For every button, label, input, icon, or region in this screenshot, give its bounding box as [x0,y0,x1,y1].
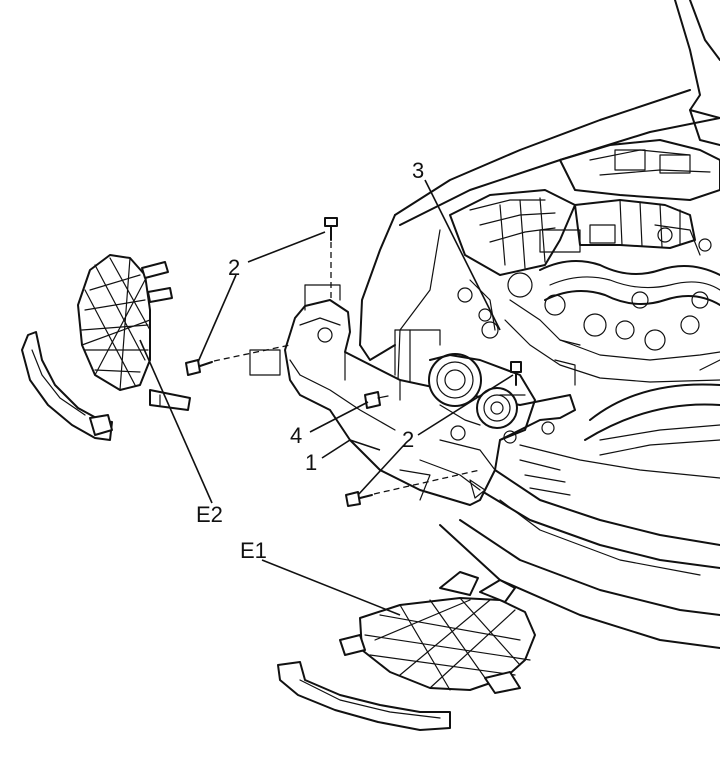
callout-labels: 2 3 4 1 2 E2 E1 [196,158,424,563]
engine-assembly [449,139,720,383]
callout-part-e2: E2 [196,502,223,527]
car-body [359,0,720,649]
trim-strip-left [21,331,113,441]
callout-part-2-bottom: 2 [402,427,414,452]
callout-part-3: 3 [412,158,424,183]
callout-part-1: 1 [305,450,317,475]
trim-strip-lower [277,661,451,731]
leader-lines [139,179,514,616]
callout-part-4: 4 [290,423,302,448]
callout-part-e1: E1 [240,538,267,563]
callout-part-2-top: 2 [228,255,240,280]
lamp-assembly-e1 [339,571,536,694]
lamp-assembly-e2 [77,254,191,411]
headlamp-projectors [428,353,536,441]
mounting-bracket [284,299,581,506]
